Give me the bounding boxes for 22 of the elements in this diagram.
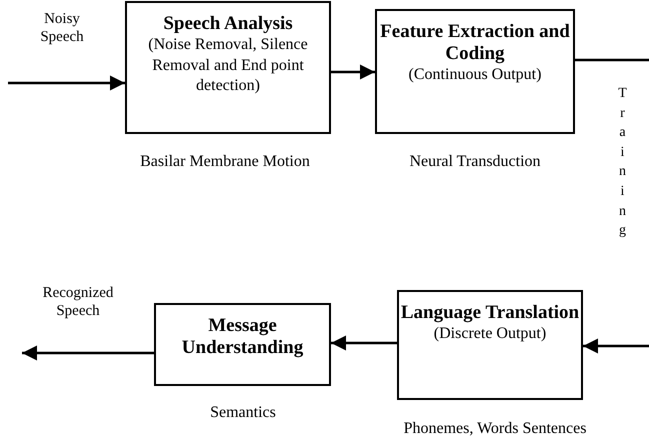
stage-caption: Semantics <box>209 403 277 422</box>
stage-caption: Neural Transduction <box>408 152 542 172</box>
box-heading: Language Translation <box>400 302 580 324</box>
box-heading: Feature Extraction and Coding <box>379 21 571 65</box>
box-description: (Continuous Output) <box>408 64 542 85</box>
connector-line <box>575 58 649 62</box>
box-description: (Noise Removal, Silence Removal and End point detection) <box>147 34 309 96</box>
process-box <box>375 9 575 134</box>
box-heading: Message Understanding <box>180 315 304 359</box>
process-box <box>154 303 331 386</box>
stage-caption: Phonemes, Words Sentences <box>402 419 588 438</box>
arrow <box>331 336 397 350</box>
arrow <box>22 346 154 360</box>
arrow <box>583 338 649 354</box>
process-box <box>397 290 583 400</box>
arrow <box>8 76 125 90</box>
vertical-label: Training <box>618 85 627 240</box>
arrow <box>331 64 375 80</box>
box-heading: Speech Analysis <box>163 13 293 35</box>
stage-caption: Basilar Membrane Motion <box>139 152 311 172</box>
box-description: (Discrete Output) <box>434 324 546 344</box>
process-box <box>125 1 331 134</box>
